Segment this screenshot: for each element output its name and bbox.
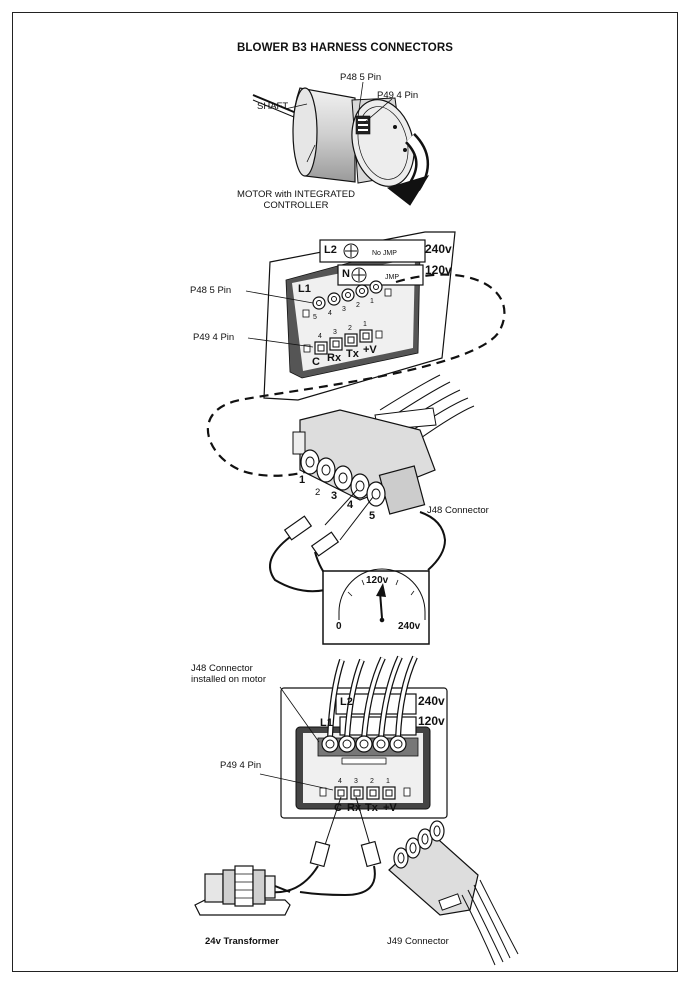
j49-connector-illustration <box>388 820 519 966</box>
voltmeter <box>322 568 430 645</box>
transformer-label: 24v Transformer <box>205 936 279 947</box>
plate2-p49-name-tx: Tx <box>365 802 378 814</box>
transformer-illustration <box>194 865 291 916</box>
plate2-p49-label: P49 4 Pin <box>220 760 262 771</box>
p49-name-v: +V <box>363 344 377 356</box>
j48-pin-4: 4 <box>347 499 354 511</box>
meter-120v-label: 120v <box>366 575 389 586</box>
motor-label-line2: CONTROLLER <box>263 200 329 211</box>
j48-pin-2: 2 <box>315 487 321 498</box>
plate1-jmp-label: JMP <box>385 274 399 281</box>
plate2-240v-label: 240v <box>418 694 445 708</box>
plate1-nojmp-label: No JMP <box>372 250 397 257</box>
installed-label-line2: installed on motor <box>191 674 266 685</box>
meter-zero-label: 0 <box>336 621 342 632</box>
diagram-title: BLOWER B3 HARNESS CONNECTORS <box>237 42 453 54</box>
plate2-p49-pin-3: 3 <box>354 778 358 785</box>
p49-pin-4: 4 <box>318 333 322 340</box>
p48-pin-1: 1 <box>370 298 374 305</box>
p48-pin-2: 2 <box>356 302 360 309</box>
j48-pin-5: 5 <box>369 510 376 522</box>
j48-connector-label: J48 Connector <box>427 505 489 516</box>
motor-p49-label: P49 4 Pin <box>377 90 419 101</box>
installed-label-line1: J48 Connector <box>191 663 253 674</box>
p49-pin-1: 1 <box>363 321 367 328</box>
plate1-l2-label: L2 <box>324 244 337 256</box>
plate1-p48-label: P48 5 Pin <box>190 285 232 296</box>
plate2-p49-name-v: +V <box>383 802 397 814</box>
plate2-l2-label: L2 <box>340 696 353 708</box>
plate1-120v-label: 120v <box>425 263 452 277</box>
plate2-p49-pin-2: 2 <box>370 778 374 785</box>
motor-illustration <box>252 81 430 206</box>
plate1-240v-label: 240v <box>425 242 452 256</box>
meter-240v-label: 240v <box>398 621 421 632</box>
plate2-p49-name-c: C <box>334 802 342 814</box>
plate1-p49-label: P49 4 Pin <box>193 332 235 343</box>
p49-name-tx: Tx <box>346 348 359 360</box>
plate2-l1-label: L1 <box>320 717 333 729</box>
j49-connector-label: J49 Connector <box>387 936 449 947</box>
p48-pin-3: 3 <box>342 306 346 313</box>
dashed-connection-path <box>206 273 506 477</box>
plate1-l1-label: L1 <box>298 283 311 295</box>
plate2-p49-pin-4: 4 <box>338 778 342 785</box>
motor-p48-label: P48 5 Pin <box>340 72 382 83</box>
p49-pin-2: 2 <box>348 325 352 332</box>
plate2-p49-name-rx: Rx <box>347 802 362 814</box>
p49-name-c: C <box>312 356 320 368</box>
motor-label-line1: MOTOR with INTEGRATED <box>237 189 355 200</box>
plate2-p49-pin-1: 1 <box>386 778 390 785</box>
j48-connector-illustration <box>269 374 475 593</box>
plate2-120v-label: 120v <box>418 714 445 728</box>
p49-pin-3: 3 <box>333 329 337 336</box>
j48-pin-1: 1 <box>299 474 306 486</box>
plate1-n-label: N <box>342 268 350 280</box>
terminal-plate-2 <box>259 655 448 897</box>
j48-pin-3: 3 <box>331 490 338 502</box>
p49-name-rx: Rx <box>327 352 342 364</box>
terminal-plate-1 <box>245 231 456 401</box>
shaft-label: SHAFT <box>257 101 289 112</box>
p48-pin-4: 4 <box>328 310 332 317</box>
p48-pin-5: 5 <box>313 314 317 321</box>
page-frame <box>12 12 678 972</box>
